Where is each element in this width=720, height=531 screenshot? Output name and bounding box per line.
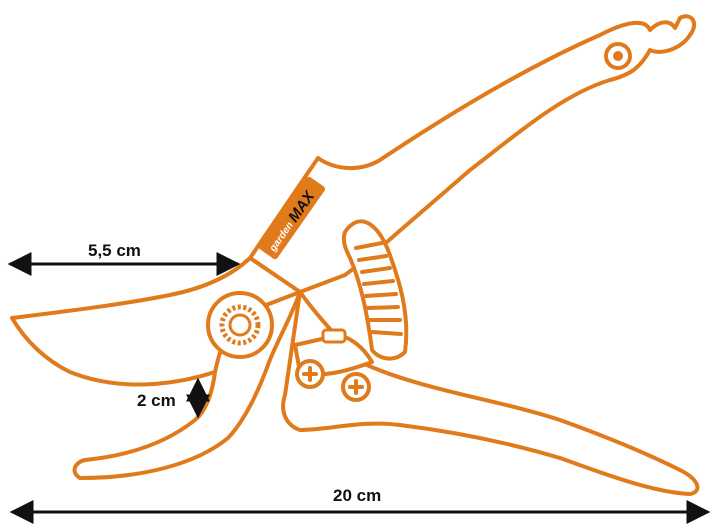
blade-length-label: 5,5 cm (88, 241, 141, 260)
screw-left-icon (295, 359, 325, 389)
screw-right-icon (341, 372, 371, 402)
total-length-label: 20 cm (333, 486, 381, 505)
handle-spring (341, 219, 409, 361)
lower-handle (281, 290, 700, 496)
cut-opening-label: 2 cm (137, 391, 176, 410)
